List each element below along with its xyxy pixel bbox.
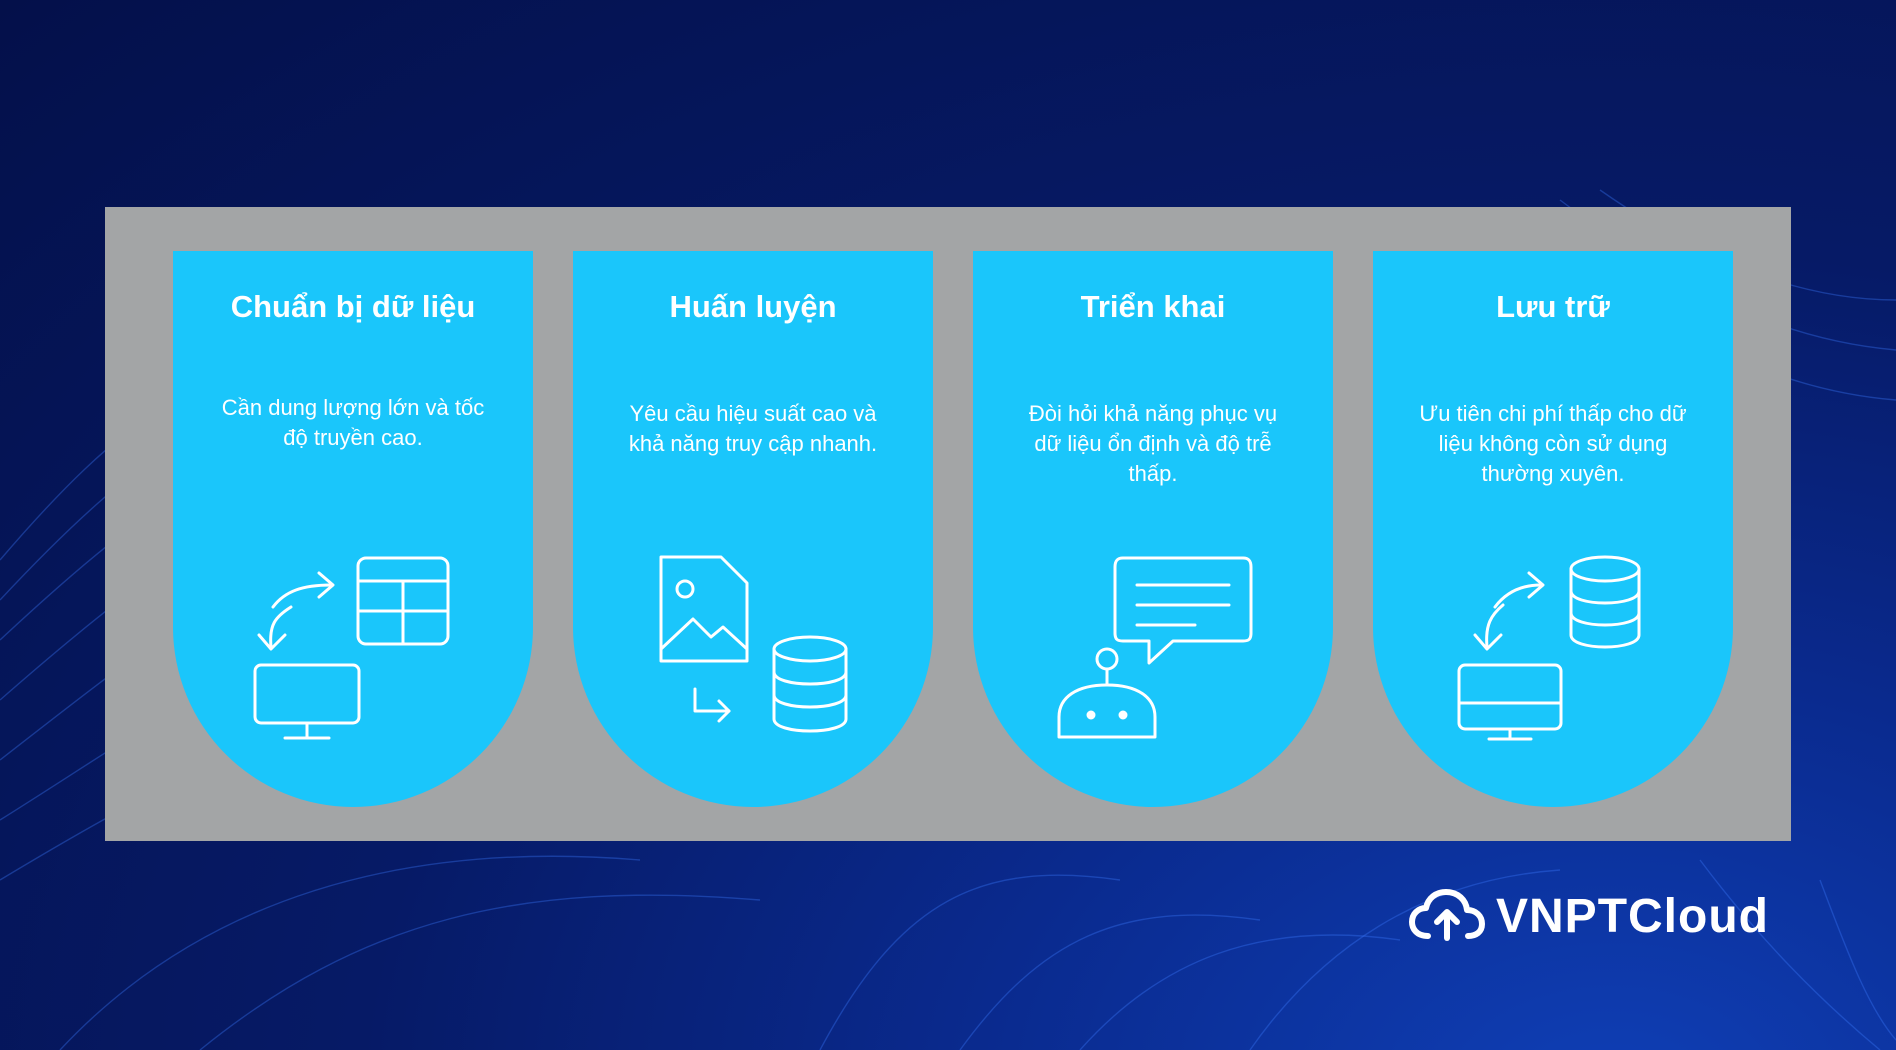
card-deployment: Triển khai Đòi hỏi khả năng phục vụ dữ l… [973, 251, 1333, 807]
card-description: Cần dung lượng lớn và tốc độ truyền cao. [221, 395, 485, 450]
card-training: Huấn luyện Yêu cầu hiệu suất cao và khả … [573, 251, 933, 807]
transfer-table-monitor-icon [173, 521, 533, 741]
card-title: Lưu trữ [1496, 289, 1610, 324]
card-description: Ưu tiên chi phí thấp cho dữ liệu không c… [1419, 401, 1687, 486]
card-description: Yêu cầu hiệu suất cao và khả năng truy c… [628, 401, 878, 456]
brand-name: VNPTCloud [1496, 889, 1769, 943]
card-title: Triển khai [1080, 289, 1226, 324]
card-title: Chuẩn bị dữ liệu [230, 289, 476, 324]
card-storage: Lưu trữ Ưu tiên chi phí thấp cho dữ liệu… [1373, 251, 1733, 807]
stages-panel: Chuẩn bị dữ liệu Cần dung lượng lớn và t… [105, 207, 1791, 841]
robot-chat-icon [973, 521, 1333, 741]
database-monitor-icon [1373, 521, 1733, 741]
image-file-database-icon [573, 521, 933, 741]
card-title: Huấn luyện [669, 289, 837, 324]
vnptcloud-logo: VNPTCloud [1408, 886, 1798, 946]
card-description: Đòi hỏi khả năng phục vụ dữ liệu ổn định… [1028, 401, 1278, 486]
card-data-preparation: Chuẩn bị dữ liệu Cần dung lượng lớn và t… [173, 251, 533, 807]
cloud-upload-icon [1409, 889, 1485, 941]
